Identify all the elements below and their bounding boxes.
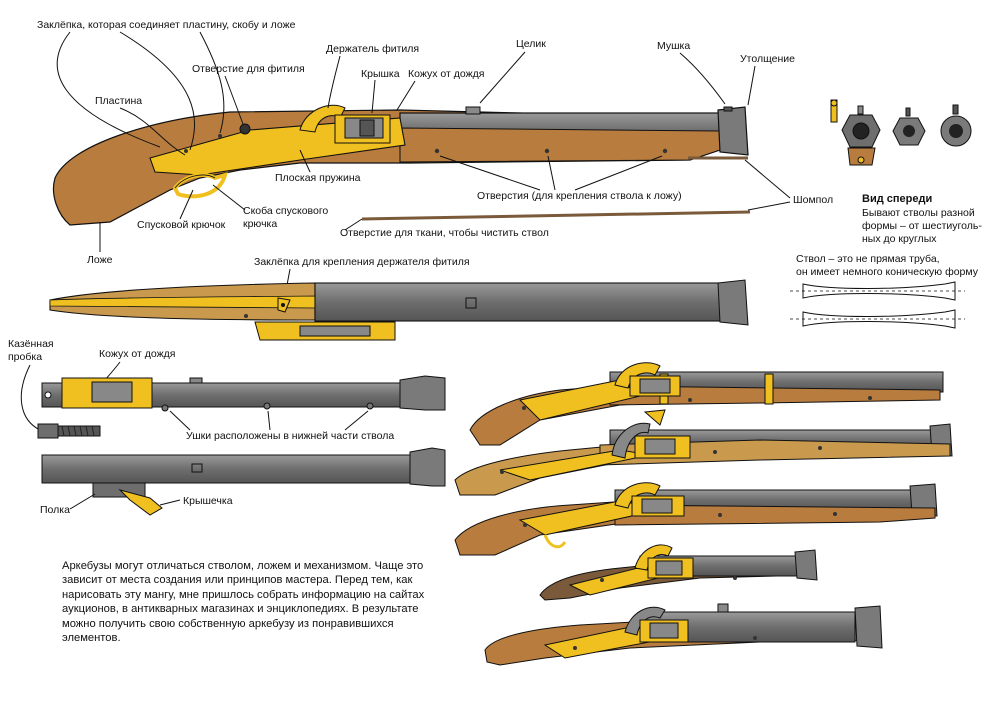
label-otverstie-fitilya: Отверстие для фитиля — [192, 63, 305, 75]
label-skoba-1: Скоба спускового — [243, 205, 328, 217]
main-serpentine — [299, 104, 346, 133]
main-arquebus — [52, 104, 749, 226]
label-ushki: Ушки расположены в нижней части ствола — [186, 430, 394, 442]
label-spuskovoy-kryuchok: Спусковой крючок — [137, 219, 226, 231]
label-lozhe: Ложе — [87, 254, 113, 266]
label-kazennaya-2: пробка — [8, 351, 42, 363]
variant-arquebus-2 — [454, 409, 953, 496]
variant-arquebus-5 — [484, 603, 883, 666]
label-kozhukh-2: Кожух от дождя — [99, 348, 175, 360]
label-kryshka: Крышка — [361, 68, 400, 80]
label-ploskaya-pruzhina: Плоская пружина — [275, 172, 361, 184]
label-kazennaya-1: Казённая — [8, 338, 54, 350]
main-muzzle — [717, 106, 749, 156]
label-skoba-2: крючка — [243, 218, 277, 230]
variant-arquebus-4 — [539, 544, 818, 601]
barrel-detail-2 — [41, 447, 446, 516]
front-view-line2: формы – от шестиуголь- — [862, 220, 982, 232]
variant-arquebus-1 — [469, 362, 944, 446]
ramrod-2 — [361, 210, 751, 221]
label-kozhukh: Кожух от дождя — [408, 68, 484, 80]
label-zaklepka-main: Заклёпка, которая соединяет пластину, ск… — [37, 19, 296, 31]
top-view-arquebus — [49, 279, 749, 341]
variant-arquebus-3 — [454, 482, 938, 556]
barrel-note-line2: он имеет немного коническую форму — [796, 266, 979, 278]
label-mushka: Мушка — [657, 40, 690, 52]
front-view-group — [830, 99, 972, 166]
barrel-note-line1: Ствол – это не прямая труба, — [796, 253, 940, 265]
label-utolshchenie: Утолщение — [740, 53, 795, 65]
label-polka: Полка — [40, 504, 70, 516]
front-view-title: Вид спереди — [862, 193, 932, 205]
label-otverstiya-kreplenia: Отверстия (для крепления ствола к ложу) — [477, 190, 682, 202]
barrel-detail-1 — [41, 375, 446, 412]
label-plastina: Пластина — [95, 95, 142, 107]
breech-plug — [37, 423, 101, 439]
label-derzhatel-fitilya: Держатель фитиля — [326, 43, 419, 55]
label-otverstie-tkani: Отверстие для ткани, чтобы чистить ствол — [340, 227, 549, 239]
label-tselik: Целик — [516, 38, 546, 50]
label-kryshechka: Крышечка — [183, 495, 233, 507]
main-rear-sight — [465, 106, 481, 115]
description-paragraph: Аркебузы могут отличаться стволом, ложем… — [62, 560, 425, 645]
barrel-taper-sketch — [790, 281, 965, 329]
label-zaklepka-derzhatelya: Заклёпка для крепления держателя фитиля — [254, 256, 470, 268]
label-shompol: Шомпол — [793, 194, 833, 206]
main-match-hole — [239, 123, 251, 135]
front-view-line3: ных до круглых — [862, 233, 937, 245]
front-view-line1: Бывают стволы разной — [862, 207, 975, 219]
